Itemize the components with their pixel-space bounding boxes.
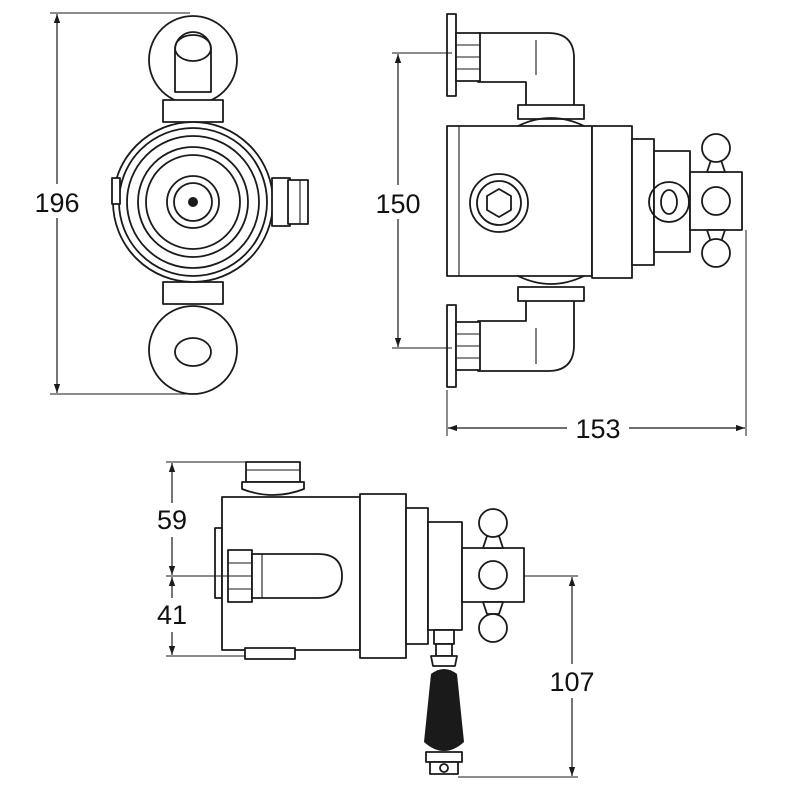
side-view — [446, 13, 743, 388]
dimension-top-handle: 107 — [458, 575, 608, 778]
dimension-top-upper-lower: 59 41 — [148, 461, 246, 657]
side-width-label: 153 — [575, 414, 620, 444]
front-height-label: 196 — [34, 188, 79, 218]
top-handle-label: 107 — [549, 667, 594, 697]
top-lower-label: 41 — [157, 600, 187, 630]
top-view — [214, 461, 525, 775]
top-upper-label: 59 — [157, 505, 187, 535]
dimension-side-height: 150 — [368, 52, 452, 349]
front-view — [111, 15, 309, 395]
dimension-side-width: 153 — [446, 230, 747, 444]
dimension-front-height: 196 — [26, 12, 190, 395]
side-height-label: 150 — [375, 189, 420, 219]
